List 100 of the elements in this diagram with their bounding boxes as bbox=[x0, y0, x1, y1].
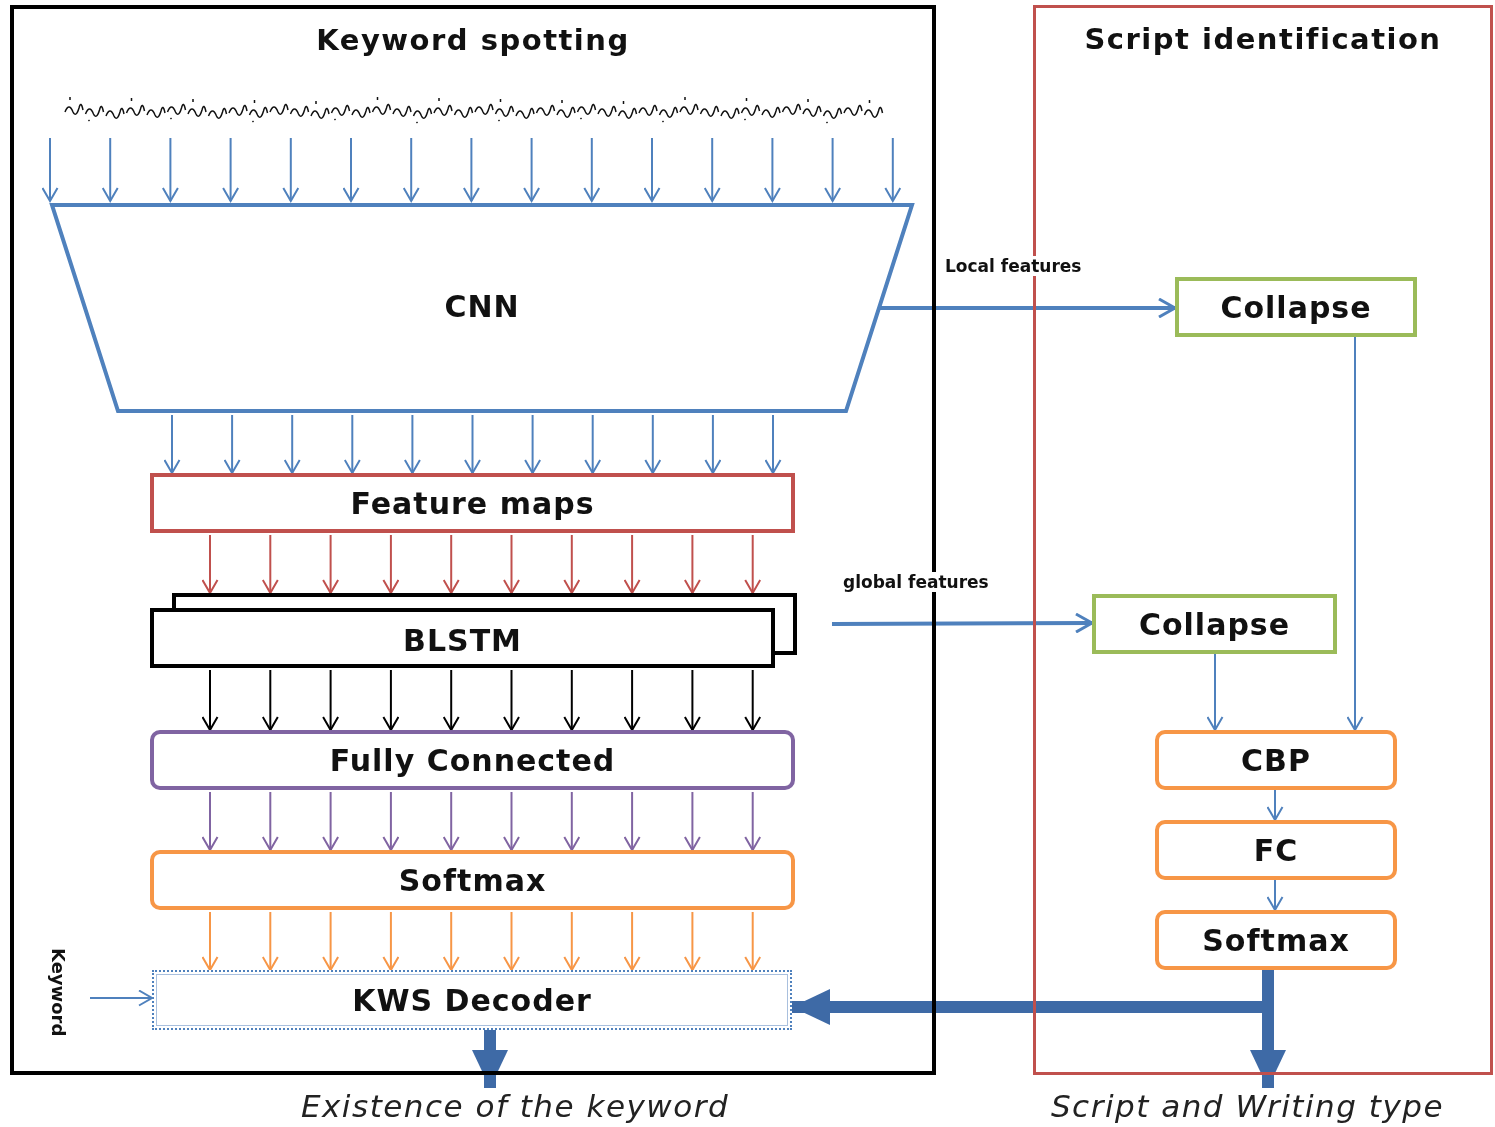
layer-label: Feature maps bbox=[350, 485, 595, 521]
arrow bbox=[1266, 789, 1284, 821]
arrow bbox=[880, 297, 1177, 319]
arrow bbox=[201, 669, 219, 731]
arrow bbox=[201, 791, 219, 851]
arrow bbox=[1346, 336, 1364, 731]
panel-title: Keyword spotting bbox=[315, 23, 631, 57]
arrow bbox=[683, 534, 701, 594]
arrow bbox=[524, 414, 542, 474]
arrow bbox=[644, 414, 662, 474]
arrow bbox=[322, 669, 340, 731]
panel-title: Script identification bbox=[1083, 22, 1443, 56]
cnn-trapezoid bbox=[50, 203, 914, 413]
arrow bbox=[683, 911, 701, 971]
arrow bbox=[824, 137, 842, 202]
layer-box bbox=[150, 730, 795, 790]
arrow bbox=[382, 534, 400, 594]
arrow bbox=[261, 534, 279, 594]
arrow bbox=[563, 669, 581, 731]
arrow bbox=[703, 137, 721, 202]
layer-label: CBP bbox=[1241, 742, 1311, 778]
arrow bbox=[744, 534, 762, 594]
arrow bbox=[442, 791, 460, 851]
arrow bbox=[462, 137, 480, 202]
output-label: Script and Writing type bbox=[1050, 1088, 1445, 1124]
arrow bbox=[1266, 879, 1284, 911]
layer-box bbox=[1175, 277, 1417, 337]
arrow bbox=[503, 669, 520, 731]
arrow bbox=[403, 414, 421, 474]
arrow bbox=[704, 414, 722, 474]
layer-box bbox=[150, 473, 795, 533]
arrow bbox=[623, 534, 641, 594]
layer-label: Softmax bbox=[1202, 922, 1350, 958]
arrow bbox=[623, 791, 641, 851]
layer-box bbox=[152, 970, 792, 1030]
layer-label: Collapse bbox=[1220, 289, 1372, 325]
stacked-layer-box bbox=[150, 593, 797, 668]
arrow bbox=[503, 911, 520, 971]
arrow bbox=[343, 414, 361, 474]
arrow bbox=[643, 137, 661, 202]
layer-box bbox=[1155, 820, 1397, 880]
arrow bbox=[563, 791, 581, 851]
layer-label: FC bbox=[1253, 832, 1299, 868]
layer-box bbox=[1155, 730, 1397, 790]
arrow bbox=[382, 669, 400, 731]
layer-label: Collapse bbox=[1138, 606, 1291, 642]
arrow bbox=[322, 791, 340, 851]
arrow bbox=[464, 414, 481, 474]
arrow bbox=[261, 791, 279, 851]
arrow bbox=[41, 137, 59, 202]
arrow bbox=[382, 911, 400, 971]
arrow bbox=[523, 137, 541, 202]
arrow bbox=[744, 791, 762, 851]
input-label: Keyword bbox=[47, 947, 69, 1037]
arrow bbox=[623, 911, 641, 971]
arrow bbox=[163, 414, 181, 474]
layer-label: Fully Connected bbox=[329, 742, 616, 778]
arrow bbox=[322, 911, 340, 971]
arrow bbox=[764, 414, 782, 474]
arrow bbox=[101, 137, 119, 202]
arrow bbox=[884, 137, 902, 202]
arrow bbox=[503, 791, 520, 851]
layer-label: Softmax bbox=[398, 862, 547, 898]
arrow bbox=[583, 137, 601, 202]
arrow bbox=[283, 414, 301, 474]
arrow bbox=[442, 534, 460, 594]
arrow bbox=[763, 137, 781, 202]
arrow bbox=[223, 414, 241, 474]
arrow bbox=[201, 911, 219, 971]
layer-label: CNN bbox=[444, 288, 520, 324]
arrow bbox=[563, 534, 581, 594]
arrow bbox=[683, 791, 701, 851]
arrow bbox=[832, 612, 1094, 634]
arrow bbox=[584, 414, 602, 474]
arrow bbox=[442, 669, 460, 731]
arrow bbox=[563, 911, 581, 971]
arrow bbox=[282, 137, 300, 202]
arrow bbox=[222, 137, 240, 202]
arrow bbox=[201, 534, 219, 594]
layer-label: BLSTM bbox=[403, 623, 522, 658]
arrow bbox=[1206, 653, 1224, 731]
layer-box bbox=[1092, 594, 1337, 654]
arrow bbox=[503, 534, 520, 594]
layer-box bbox=[150, 850, 795, 910]
layer-box bbox=[1155, 910, 1397, 970]
thick-arrow bbox=[472, 1030, 508, 1088]
arrow bbox=[261, 911, 279, 971]
arrow bbox=[683, 669, 701, 731]
arrow bbox=[89, 989, 153, 1007]
arrow bbox=[322, 534, 340, 594]
arrow bbox=[261, 669, 279, 731]
arrow bbox=[442, 911, 460, 971]
arrow bbox=[402, 137, 420, 202]
arrow bbox=[161, 137, 179, 202]
arrow bbox=[623, 669, 641, 731]
arrow bbox=[382, 791, 400, 851]
arrow bbox=[342, 137, 360, 202]
output-label: Existence of the keyword bbox=[300, 1088, 730, 1124]
arrow bbox=[744, 911, 762, 971]
arrow bbox=[744, 669, 762, 731]
